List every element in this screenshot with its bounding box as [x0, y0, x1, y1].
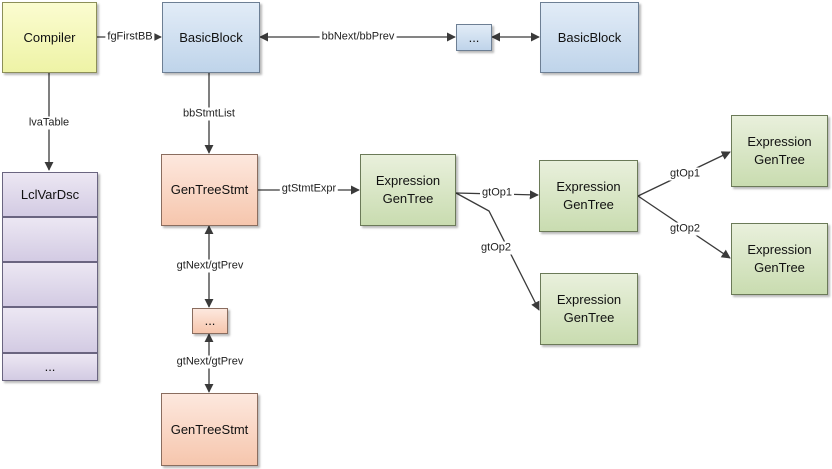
compiler-node: Compiler — [2, 2, 97, 73]
edge-label-gtnext-gtprev-2: gtNext/gtPrev — [174, 355, 246, 369]
stmt-ellipsis-label: ... — [204, 313, 216, 328]
expression-op1-node: Expression GenTree — [539, 160, 638, 232]
expression-op1-op2-line-1: Expression — [747, 242, 812, 257]
edge-label-fgfirstbb: fgFirstBB — [105, 30, 155, 44]
gentreestmt-label-2: GenTreeStmt — [170, 421, 249, 437]
expression-root-node: Expression GenTree — [360, 154, 456, 226]
expression-op2-line-2: GenTree — [563, 310, 615, 325]
basic-block-node-1: BasicBlock — [162, 2, 260, 73]
edge-label-op1-gtop2: gtOp2 — [668, 222, 702, 236]
basic-block-ellipsis-label: ... — [468, 29, 480, 45]
basic-block-node-2: BasicBlock — [540, 2, 639, 73]
edge-label-root-gtop1: gtOp1 — [480, 186, 514, 200]
expression-op1-line-1: Expression — [556, 179, 621, 194]
expression-op1-op2-node: Expression GenTree — [731, 223, 828, 295]
gentreestmt-node-2: GenTreeStmt — [161, 393, 258, 466]
lclvardsc-ellipsis-cell: ... — [2, 353, 98, 381]
edge-label-lvatable: lvaTable — [26, 116, 72, 130]
lclvardsc-cell — [2, 217, 98, 262]
edge-label-gtnext-gtprev-1: gtNext/gtPrev — [174, 259, 246, 273]
basic-block-ellipsis-node: ... — [456, 24, 492, 51]
expression-op2-node: Expression GenTree — [540, 273, 638, 345]
stmt-ellipsis-node: ... — [192, 308, 228, 334]
lclvardsc-ellipsis-label: ... — [44, 359, 56, 374]
expression-root-line-1: Expression — [375, 173, 441, 188]
gentreestmt-node-1: GenTreeStmt — [161, 154, 258, 226]
edge-label-root-gtop2: gtOp2 — [479, 241, 513, 255]
compiler-label: Compiler — [23, 29, 76, 45]
expression-op1-op1-node: Expression GenTree — [731, 115, 828, 187]
expression-root-line-2: GenTree — [382, 191, 434, 206]
expression-op1-op2-line-2: GenTree — [754, 260, 805, 275]
expression-op1-op1-line-2: GenTree — [754, 152, 805, 167]
gentreestmt-label-1: GenTreeStmt — [170, 182, 249, 197]
edge-label-bbstmtlist: bbStmtList — [181, 107, 237, 121]
edge-label-gtstmtexpr: gtStmtExpr — [279, 182, 339, 196]
edge-label-bbnext-bbprev: bbNext/bbPrev — [319, 30, 397, 44]
expression-op1-op1-line-1: Expression — [747, 134, 812, 149]
lclvardsc-label: LclVarDsc — [20, 186, 80, 202]
lclvardsc-cell — [2, 307, 98, 353]
basic-block-label-2: BasicBlock — [557, 29, 622, 45]
lclvardsc-cell — [2, 262, 98, 307]
edge-label-op1-gtop1: gtOp1 — [668, 167, 702, 181]
edge-root-gtop2 — [455, 192, 540, 311]
basic-block-label-1: BasicBlock — [179, 29, 243, 45]
expression-op2-line-1: Expression — [556, 292, 622, 307]
lclvardsc-header-cell: LclVarDsc — [2, 172, 98, 217]
expression-op1-line-2: GenTree — [563, 197, 614, 212]
